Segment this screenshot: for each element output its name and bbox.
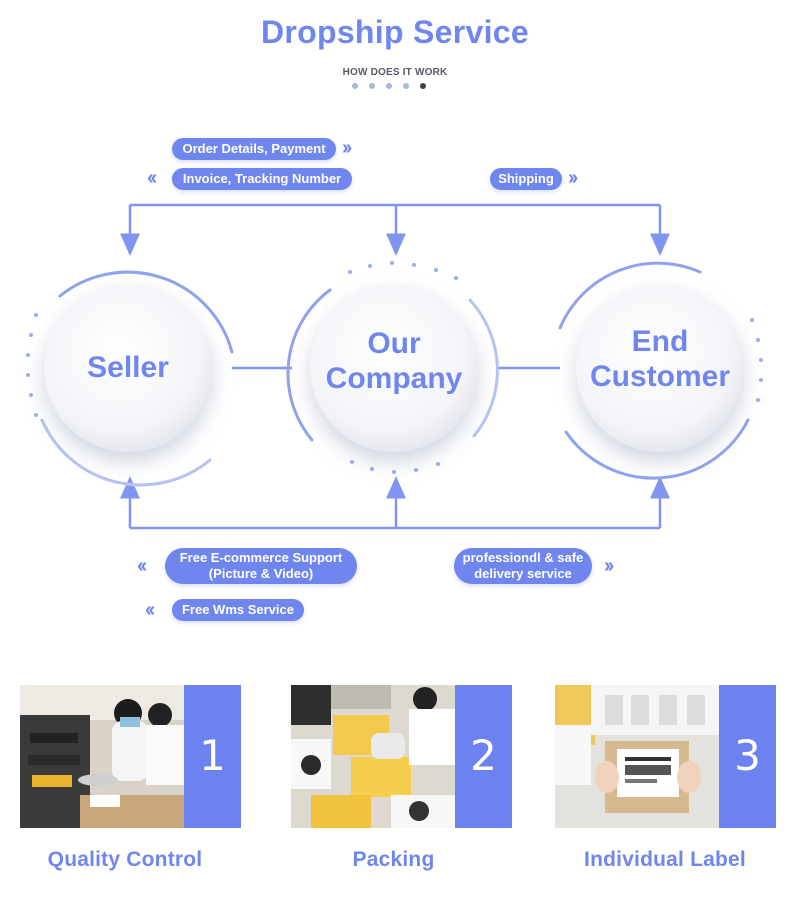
delivery-service-pill: professiondl & safe delivery service <box>454 548 592 584</box>
step-2-card: 2 <box>291 685 512 828</box>
chevron-right-icon: ›› <box>568 167 578 189</box>
dot-4 <box>403 83 409 89</box>
dot-5 <box>420 83 426 89</box>
dot-3 <box>386 83 392 89</box>
customer-label: End Customer <box>570 324 750 394</box>
page-title: Dropship Service <box>260 14 529 50</box>
ecommerce-support-line1: Free E-commerce Support <box>179 550 343 565</box>
company-circle-decor <box>286 288 499 442</box>
company-label-line1: Our <box>367 327 421 360</box>
step-2-label: Packing <box>352 848 435 871</box>
invoice-tracking-pill: Invoice, Tracking Number <box>172 168 352 190</box>
label-photo <box>555 685 719 828</box>
step-2-number: 2 <box>470 731 497 780</box>
step-1-label: Quality Control <box>47 848 203 871</box>
dot-1 <box>352 83 358 89</box>
delivery-service-line2: delivery service <box>474 566 572 581</box>
ecommerce-support-line2: (Picture & Video) <box>208 566 314 581</box>
step-1-card: 1 <box>20 685 241 828</box>
shipping-pill: Shipping <box>490 168 562 190</box>
order-details-pill: Order Details, Payment <box>172 138 336 160</box>
ecommerce-support-pill: Free E-commerce Support (Picture & Video… <box>165 548 357 584</box>
customer-dots <box>750 318 763 402</box>
free-wms-pill: Free Wms Service <box>172 599 304 621</box>
seller-dots <box>26 313 38 417</box>
quality-control-photo <box>20 685 184 828</box>
step-3-label: Individual Label <box>584 848 746 871</box>
chevron-left-icon: ‹‹ <box>137 555 147 577</box>
step-3-number: 3 <box>734 731 761 780</box>
chevron-right-icon: ›› <box>342 137 352 159</box>
packing-photo <box>291 685 455 828</box>
seller-label: Seller <box>87 351 169 384</box>
customer-circle-decor <box>558 261 750 480</box>
pagination-dots <box>352 83 426 89</box>
page-subtitle: HOW DOES IT WORK <box>342 67 448 78</box>
step-1-band <box>184 685 241 828</box>
company-label-line2: Company <box>325 362 463 395</box>
bottom-connector <box>120 476 670 530</box>
step-1-number: 1 <box>199 731 226 780</box>
step-3-card: 3 <box>555 685 776 828</box>
company-dots <box>348 261 458 474</box>
flow-diagram <box>26 203 763 530</box>
customer-label-line1: End <box>631 325 689 358</box>
customer-label-line2: Customer <box>589 360 731 393</box>
chevron-left-icon: ‹‹ <box>147 167 157 189</box>
dot-2 <box>369 83 375 89</box>
top-connector <box>120 203 670 256</box>
chevron-left-icon: ‹‹ <box>145 599 155 621</box>
step-2-band <box>455 685 512 828</box>
seller-circle-decor <box>40 270 234 487</box>
chevron-right-icon: ›› <box>604 555 614 577</box>
seller-circle <box>44 284 212 452</box>
step-3-band <box>719 685 776 828</box>
customer-circle <box>576 284 744 452</box>
delivery-service-line1: professiondl & safe <box>462 550 584 565</box>
company-label: Our Company <box>304 326 484 396</box>
company-circle <box>310 284 478 452</box>
